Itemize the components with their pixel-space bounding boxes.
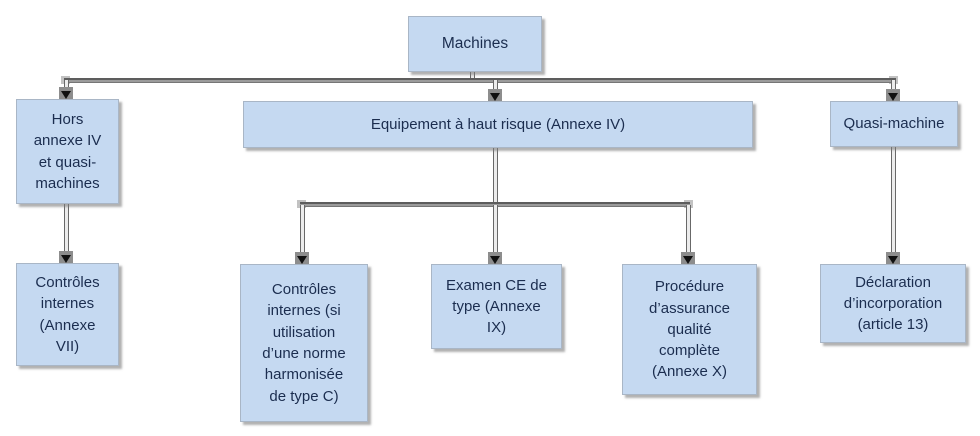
node-equipement-haut-risque: Equipement à haut risque (Annexe IV) xyxy=(243,101,753,148)
arrowhead-down-icon xyxy=(888,93,898,101)
connector-equipement-branch-horizontal xyxy=(300,202,690,207)
arrowhead-down-icon xyxy=(490,93,500,101)
connector-drop-to-controles-norme xyxy=(300,205,305,254)
arrowhead-down-icon xyxy=(683,256,693,264)
arrowhead-down-icon xyxy=(61,91,71,99)
node-machines: Machines xyxy=(408,16,542,72)
node-controles-internes-annexe-vii: Contrôles internes (Annexe VII) xyxy=(16,263,119,366)
arrowhead-down-icon xyxy=(297,256,307,264)
node-examen-ce-type: Examen CE de type (Annexe IX) xyxy=(431,264,562,349)
connector-drop-to-equipement xyxy=(493,80,498,91)
arrowhead-down-icon xyxy=(61,255,71,263)
node-quasi-machine: Quasi-machine xyxy=(830,101,958,147)
node-hors-annexe-iv: Hors annexe IV et quasi- machines xyxy=(16,99,119,204)
connector-equipement-trunk xyxy=(493,148,498,204)
node-controles-internes-norme-c: Contrôles internes (si utilisation d’une… xyxy=(240,264,368,422)
connector-drop-to-quasi-machine xyxy=(891,80,896,91)
node-declaration-incorporation: Déclaration d’incorporation (article 13) xyxy=(820,264,966,343)
connector-hors-to-controles-vii xyxy=(64,204,69,253)
connector-quasi-to-declaration xyxy=(891,147,896,252)
connector-drop-to-procedure-qualite xyxy=(686,205,691,254)
arrowhead-down-icon xyxy=(888,256,898,264)
arrowhead-down-icon xyxy=(490,256,500,264)
connector-machines-branch-horizontal xyxy=(64,78,896,83)
connector-machines-trunk xyxy=(470,71,475,83)
node-procedure-assurance-qualite: Procédure d’assurance qualité complète (… xyxy=(622,264,757,395)
connector-drop-to-examen-ce xyxy=(493,205,498,254)
connector-drop-to-hors-annexe xyxy=(64,80,69,89)
